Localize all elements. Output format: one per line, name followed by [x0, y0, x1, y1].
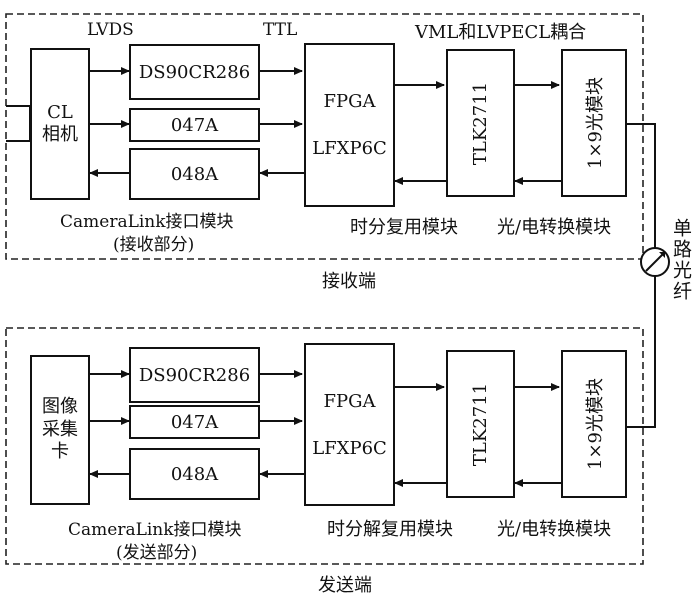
camera-input-stub — [6, 105, 31, 142]
rx-optic-module-label: 1×9光模块 — [585, 77, 606, 169]
tx-optic-module-block: 1×9光模块 — [561, 350, 627, 498]
fiber-connector-tip — [659, 252, 665, 258]
tx-tlk2711-label: TLK2711 — [470, 382, 491, 466]
tx-cl-module-sub-label: (发送部分) — [116, 543, 198, 563]
tx-cl-module-label: CameraLink接口模块 — [68, 520, 242, 540]
receiver-section-title: 接收端 — [322, 271, 376, 292]
fiber-label: 单路光纤 — [670, 218, 692, 302]
rx-mux-label: 时分复用模块 — [350, 217, 458, 238]
rx-fpga-part-label: LFXP6C — [312, 138, 387, 159]
rx-cl-module-label: CameraLink接口模块 — [60, 212, 234, 232]
rx-optic-module-block: 1×9光模块 — [561, 49, 627, 197]
ttl-label: TTL — [263, 20, 298, 40]
tx-047a-block: 047A — [129, 405, 260, 439]
rx-oe-label: 光/电转换模块 — [497, 217, 612, 238]
rx-047a-block: 047A — [129, 108, 260, 142]
rx-tlk2711-block: TLK2711 — [446, 49, 515, 197]
tx-demux-label: 时分解复用模块 — [327, 519, 453, 540]
vml-lvpecl-label: VML和LVPECL耦合 — [415, 22, 587, 43]
rx-cl-module-sub-label: (接收部分) — [113, 235, 195, 255]
tx-ds90cr286-block: DS90CR286 — [129, 347, 260, 403]
tx-048a-block: 048A — [129, 448, 260, 500]
cl-camera-block: CL 相机 — [30, 48, 90, 200]
sender-section-title: 发送端 — [318, 575, 372, 596]
frame-grabber-block: 图像 采集 卡 — [30, 355, 90, 505]
rx-ds90cr286-block: DS90CR286 — [129, 44, 260, 100]
tx-tlk2711-block: TLK2711 — [446, 350, 515, 498]
rx-fpga-label: FPGA — [323, 91, 376, 112]
sender-section-border — [5, 327, 644, 565]
tx-fpga-label: FPGA — [323, 390, 376, 412]
rx-048a-block: 048A — [129, 148, 260, 200]
rx-tlk2711-label: TLK2711 — [470, 81, 491, 165]
fiber-connector-stroke — [645, 252, 665, 272]
lvds-label: LVDS — [87, 20, 134, 40]
tx-oe-label: 光/电转换模块 — [497, 519, 612, 540]
receiver-section-border — [5, 13, 644, 260]
rx-fpga-block: FPGA LFXP6C — [304, 43, 395, 207]
tx-optic-module-label: 1×9光模块 — [585, 378, 606, 470]
tx-fpga-block: FPGA LFXP6C — [304, 343, 395, 506]
tx-fpga-part-label: LFXP6C — [312, 437, 387, 459]
